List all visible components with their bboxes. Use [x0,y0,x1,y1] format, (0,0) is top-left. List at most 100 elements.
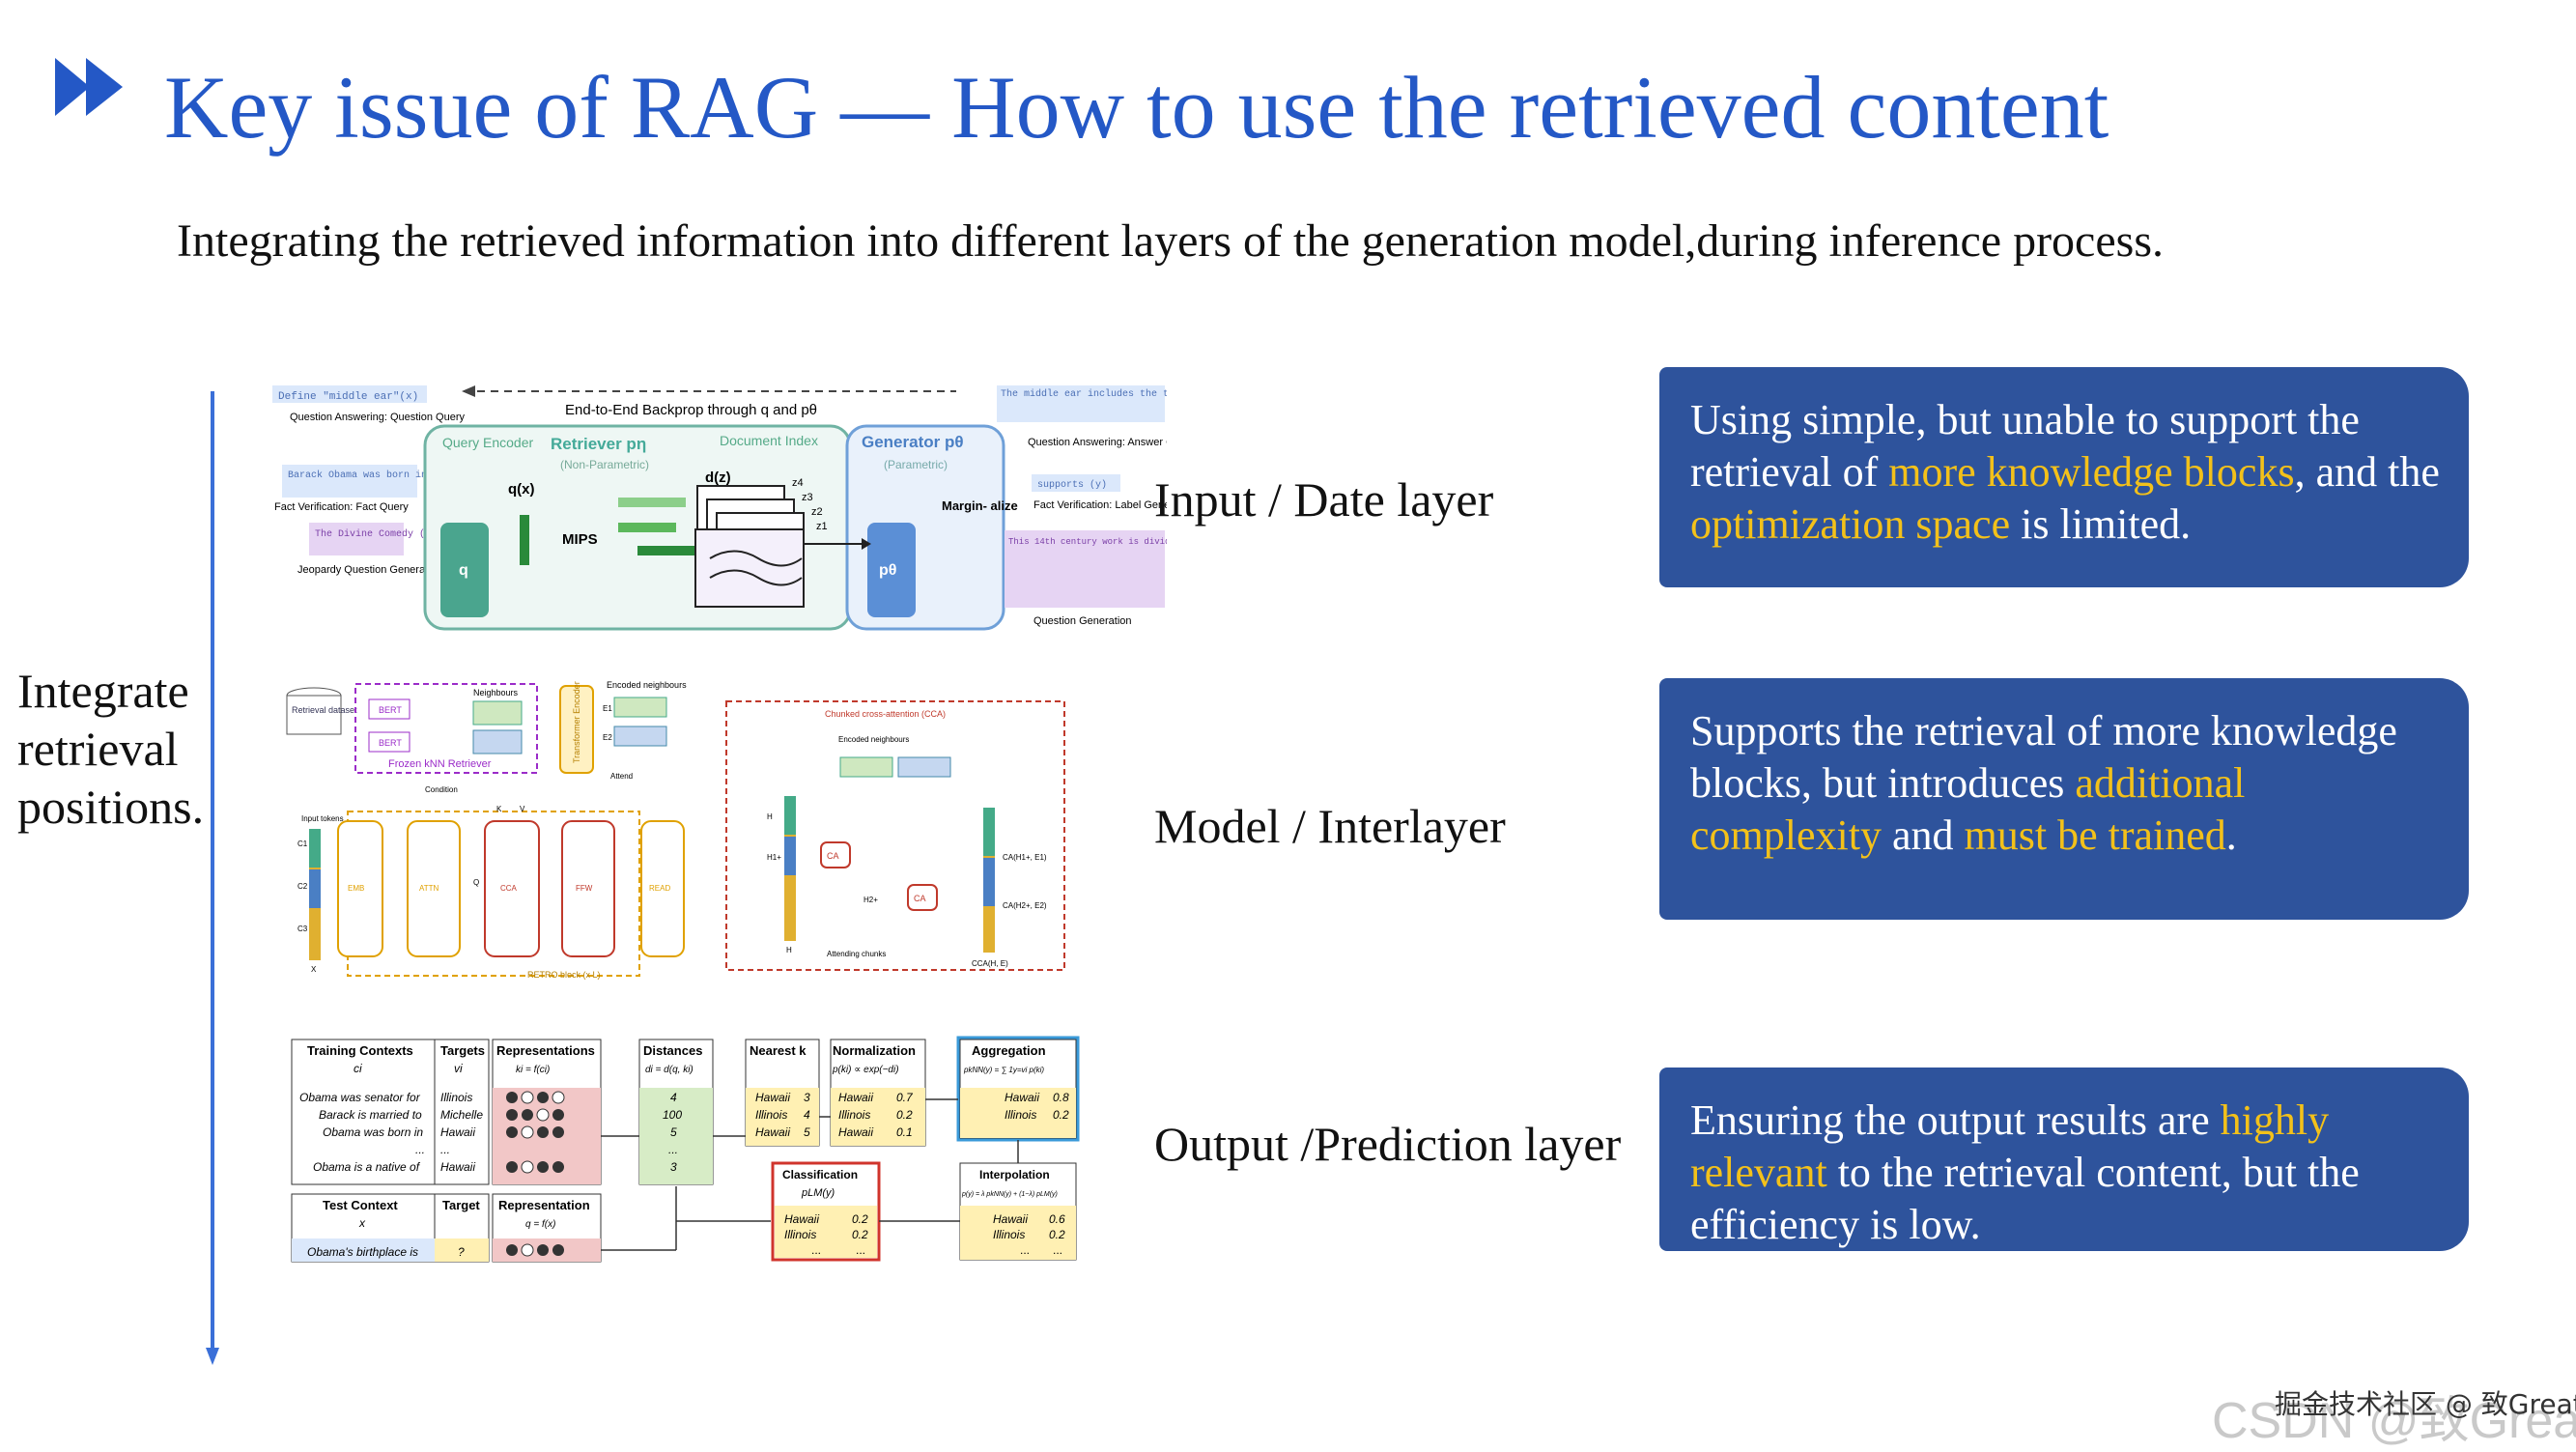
norm-prob: 0.7 [896,1091,914,1104]
test-header-representation: Representation [498,1198,590,1212]
z3-label: z3 [802,492,813,503]
knn-lm-figure: Training Contexts Targets Representation… [291,1036,1080,1263]
box-text: and [1881,811,1965,859]
block-read: READ [649,884,670,893]
input-tokens-label: Input tokens [301,814,344,823]
nearest-word: Hawaii [755,1091,790,1104]
transformer-encoder-label: Transformer Encoder [572,681,581,763]
query-divine: The Divine Comedy (x) [315,528,437,540]
layer-label-input: Input / Date layer [1154,472,1494,527]
c2-label: C2 [297,882,308,891]
down-arrow-icon [206,391,219,1365]
cca-out: CCA(H, E) [972,959,1008,968]
block-ffw: FFW [576,884,593,893]
interp-word: ... [1020,1243,1030,1257]
retro-architecture-figure: Retrieval dataset BERT BERT Neighbours F… [286,680,1065,980]
bert-label: BERT [379,705,402,715]
encoded-neighbours-2: Encoded neighbours [838,735,909,744]
h1-label: H1+ [767,853,781,862]
context-row: Obama was born in [323,1125,423,1139]
description-box-input: Using simple, but unable to support the … [1659,367,2469,587]
generator-sub: (Parametric) [884,458,948,471]
sub-ci: ci [354,1062,362,1075]
z2-label: z2 [811,506,823,518]
h-bottom-label: H [786,946,792,954]
header-contexts: Training Contexts [307,1043,413,1058]
attending-chunks-label: Attending chunks [827,950,886,958]
box-text: is limited. [2010,500,2192,548]
nearest-word: Illinois [755,1108,787,1122]
cca-title: Chunked cross-attention (CCA) [825,709,946,719]
norm-word: Hawaii [838,1125,873,1139]
block-attn: ATTN [419,884,439,893]
header-normalization: Normalization [833,1043,916,1058]
class-prob: ... [856,1243,865,1257]
agg-word: Illinois [1005,1108,1036,1122]
rag-architecture-figure: End-to-End Backprop through q and pθ Def… [272,385,1167,631]
x-label: X [311,965,317,974]
doc-index-label: Document Index [720,433,818,448]
sub-vi: vi [454,1062,463,1075]
nearest-dist: 5 [804,1125,810,1139]
norm-word: Hawaii [838,1091,873,1104]
context-row: Obama is a native of [313,1160,421,1174]
nearest-dist: 3 [804,1091,810,1104]
nearest-dist: 4 [804,1108,810,1122]
box-text: , and the [2294,448,2440,496]
retriever-sub: (Non-Parametric) [560,458,649,471]
description-box-output: Ensuring the output results are highly r… [1659,1068,2469,1251]
interp-word: Illinois [993,1228,1025,1241]
agg-prob: 0.8 [1053,1091,1069,1104]
box-text: Supports the retrieval of more knowledge… [1690,707,2397,807]
highlight-text: optimization space [1690,500,2011,548]
class-word: ... [811,1243,821,1257]
e1-label: E1 [603,704,612,713]
target-row: ... [440,1143,450,1156]
z4-label: z4 [792,477,804,489]
dz-label: d(z) [705,470,731,486]
target-row: Hawaii [440,1160,475,1174]
test-sub-q: q = f(x) [525,1219,555,1230]
e2-label: E2 [603,733,612,742]
target-row: Hawaii [440,1125,475,1139]
retro-block-label: RETRO block (x L) [527,970,601,980]
qx-label: q(x) [508,481,535,498]
qg-label: Question Generation [1033,615,1132,627]
side-label-line: Integrate [17,664,189,718]
norm-prob: 0.2 [896,1108,913,1122]
class-prob: 0.2 [852,1228,868,1241]
test-sub-x: x [358,1216,366,1230]
distance-row: 5 [670,1125,677,1139]
z1-label: z1 [816,521,828,532]
q-label: Q [473,878,479,887]
layer-label-output: Output /Prediction layer [1154,1117,1622,1171]
marginalize-label: Margin- alize [942,498,1018,513]
agg-prob: 0.2 [1053,1108,1069,1122]
target-row: Illinois [440,1091,472,1104]
class-prob: 0.2 [852,1212,868,1226]
interp-prob: 0.6 [1049,1212,1065,1226]
h2-label: H2+ [863,896,878,904]
block-emb: EMB [348,884,364,893]
sub-di: di = d(q, ki) [645,1065,694,1075]
box-text: . [2225,811,2237,859]
ca-label: CA [914,894,926,903]
class-word: Illinois [784,1228,816,1241]
query-define: Define "middle ear"(x) [278,391,418,403]
highlight-text: more knowledge blocks [1888,448,2295,496]
layer-label-model: Model / Interlayer [1154,799,1506,853]
mips-label: MIPS [562,531,598,548]
context-row: Obama was senator for [299,1091,421,1104]
distance-row: 100 [663,1108,682,1122]
sub-ki: ki = f(ci) [516,1065,550,1075]
highlight-text: additional complexity [1690,759,2246,859]
qa-label: Question Answering: Question Query [290,412,465,423]
encoded-neighbours-label: Encoded neighbours [607,680,687,690]
side-label-line: positions. [17,780,205,834]
frozen-knn-label: Frozen kNN Retriever [388,758,492,770]
agg-word: Hawaii [1005,1091,1039,1104]
test-target-value: ? [458,1245,465,1259]
k-label: K [496,805,502,813]
highlight-text: must be trained [1964,811,2226,859]
qa-answer-label: Question Answering: Answer Generation [1028,437,1167,448]
